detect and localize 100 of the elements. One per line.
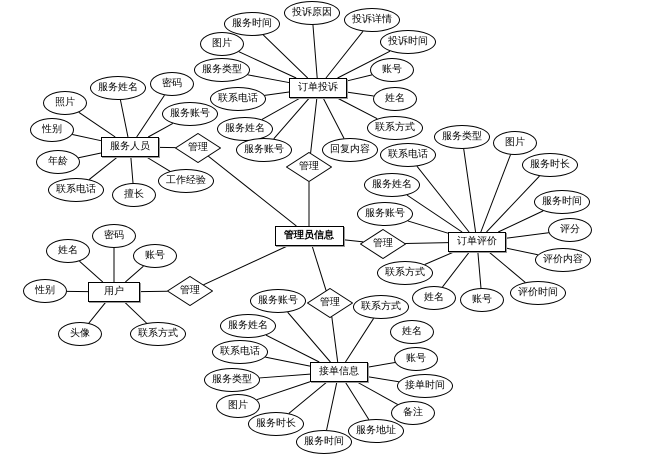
relationship-label: 管理 <box>299 162 319 172</box>
connector-line <box>288 382 328 414</box>
connector-line <box>368 376 400 382</box>
attribute-ellipse <box>204 368 260 392</box>
relationship-label: 管理 <box>320 298 340 308</box>
connector-line <box>416 166 470 232</box>
attribute-ellipse <box>348 419 404 443</box>
attribute-ellipse <box>224 12 280 36</box>
attribute-label: 评价时间 <box>518 288 558 298</box>
connector-line <box>256 381 310 400</box>
attribute-ellipse <box>112 183 156 207</box>
attribute-label: 服务账号 <box>244 145 284 155</box>
entity-box <box>448 232 506 252</box>
connector-line <box>148 122 174 138</box>
attribute-ellipse <box>43 91 87 115</box>
connector-line <box>312 246 327 292</box>
attribute-ellipse <box>46 239 90 263</box>
attribute-label: 服务账号 <box>365 209 405 219</box>
connector-line <box>368 362 396 368</box>
attribute-label: 评价内容 <box>543 255 583 265</box>
attribute-ellipse <box>217 117 273 141</box>
attribute-label: 服务账号 <box>170 109 210 119</box>
attribute-label: 服务时长 <box>256 419 296 429</box>
connector-line <box>266 334 320 362</box>
attribute-ellipse <box>391 401 435 425</box>
entity-label: 服务人员 <box>110 142 150 152</box>
attribute-label: 姓名 <box>424 293 444 303</box>
attribute-ellipse <box>284 1 340 25</box>
entity-box <box>101 137 159 157</box>
attribute-label: 图片 <box>228 401 248 411</box>
connector-line <box>406 194 463 232</box>
attribute-ellipse <box>194 58 250 82</box>
connector-line <box>498 210 544 232</box>
attribute-label: 姓名 <box>402 327 422 337</box>
attribute-label: 服务姓名 <box>98 83 138 93</box>
attribute-ellipse <box>344 8 400 32</box>
attribute-label: 服务姓名 <box>372 180 412 190</box>
attribute-label: 服务姓名 <box>228 321 268 331</box>
attribute-ellipse <box>377 261 433 285</box>
connector-line <box>146 156 170 172</box>
connector-line <box>78 152 102 158</box>
attribute-label: 账号 <box>406 354 426 364</box>
attribute-label: 工作经验 <box>166 176 206 186</box>
attribute-ellipse <box>380 30 436 54</box>
attribute-ellipse <box>296 430 352 454</box>
entity-label: 用户 <box>104 287 124 297</box>
attribute-label: 年龄 <box>48 157 68 167</box>
attribute-ellipse <box>394 347 438 371</box>
attribute-ellipse <box>397 374 453 398</box>
attribute-label: 账号 <box>145 251 165 261</box>
attribute-ellipse <box>90 76 146 100</box>
attribute-ellipse <box>370 58 414 82</box>
attribute-ellipse <box>510 281 566 305</box>
connector-line <box>66 290 88 292</box>
entity-label: 管理员信息 <box>284 231 334 241</box>
attribute-ellipse <box>534 190 590 214</box>
relationship-label: 管理 <box>180 286 200 296</box>
connector-line <box>140 290 168 292</box>
connector-line <box>124 266 144 282</box>
attribute-ellipse <box>210 87 266 111</box>
attribute-label: 服务时长 <box>530 160 570 170</box>
attribute-label: 服务类型 <box>202 65 242 75</box>
connector-line <box>247 74 290 84</box>
attribute-ellipse <box>460 288 504 312</box>
connector-line <box>78 260 104 282</box>
attribute-label: 服务时间 <box>542 197 582 207</box>
connector-line <box>88 302 106 324</box>
attribute-ellipse <box>48 178 104 202</box>
connector-line <box>287 312 331 362</box>
attribute-label: 账号 <box>472 295 492 305</box>
attribute-ellipse <box>434 125 490 149</box>
connector-line <box>130 156 134 184</box>
attribute-label: 头像 <box>70 329 90 339</box>
connector-line <box>480 154 511 232</box>
attribute-label: 服务类型 <box>442 132 482 142</box>
connector-line <box>336 98 378 120</box>
attribute-ellipse <box>158 169 214 193</box>
connector-line <box>356 382 398 405</box>
attribute-label: 服务地址 <box>356 426 396 436</box>
attribute-label: 服务账号 <box>258 296 298 306</box>
attribute-label: 联系电话 <box>218 94 258 104</box>
attribute-label: 联系电话 <box>388 150 428 160</box>
attribute-ellipse <box>162 102 218 126</box>
connector-line <box>264 356 310 367</box>
connector-line <box>322 98 344 139</box>
connector-line <box>344 318 374 362</box>
entity-box <box>310 362 368 382</box>
relationship-label: 管理 <box>188 143 208 153</box>
attribute-ellipse <box>380 143 436 167</box>
entity-label: 订单投诉 <box>298 83 338 93</box>
connector-line <box>202 246 288 286</box>
attribute-ellipse <box>248 412 304 436</box>
attribute-ellipse <box>353 295 409 319</box>
connector-line <box>208 156 297 226</box>
attribute-ellipse <box>212 340 268 364</box>
connector-line <box>344 382 370 420</box>
attribute-label: 姓名 <box>58 246 78 256</box>
attribute-label: 密码 <box>104 231 124 241</box>
connector-line <box>477 252 482 289</box>
connector-line <box>343 239 364 242</box>
